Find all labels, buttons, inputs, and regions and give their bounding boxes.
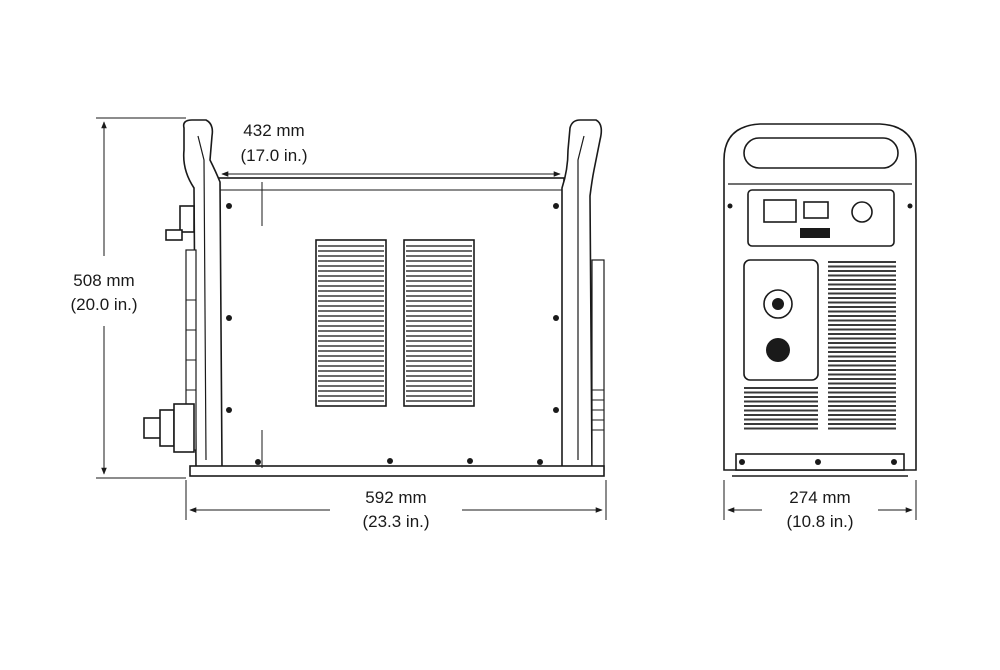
side-body bbox=[217, 177, 565, 469]
display-screen bbox=[763, 199, 797, 223]
height-metric-label: 508 mm bbox=[73, 271, 134, 290]
depth-metric-label: 432 mm bbox=[243, 121, 304, 140]
dimension-lines bbox=[96, 117, 917, 520]
side-view bbox=[143, 119, 605, 477]
width-metric-label: 274 mm bbox=[789, 488, 850, 507]
side-vent-left bbox=[315, 239, 387, 407]
right-frame bbox=[561, 119, 603, 469]
length-imperial-label: (23.3 in.) bbox=[362, 512, 429, 531]
depth-imperial-label: (17.0 in.) bbox=[240, 146, 307, 165]
front-vent-slats bbox=[744, 261, 896, 430]
adjust-knob bbox=[851, 201, 873, 223]
work-lead-connector bbox=[766, 338, 790, 362]
mode-button bbox=[803, 201, 829, 219]
front-handle bbox=[743, 137, 899, 169]
height-imperial-label: (20.0 in.) bbox=[70, 295, 137, 314]
side-vent-slats bbox=[318, 245, 472, 402]
torch-panel bbox=[743, 259, 819, 381]
length-metric-label: 592 mm bbox=[365, 488, 426, 507]
side-vent-right bbox=[403, 239, 475, 407]
left-frame bbox=[182, 119, 223, 469]
width-imperial-label: (10.8 in.) bbox=[786, 512, 853, 531]
